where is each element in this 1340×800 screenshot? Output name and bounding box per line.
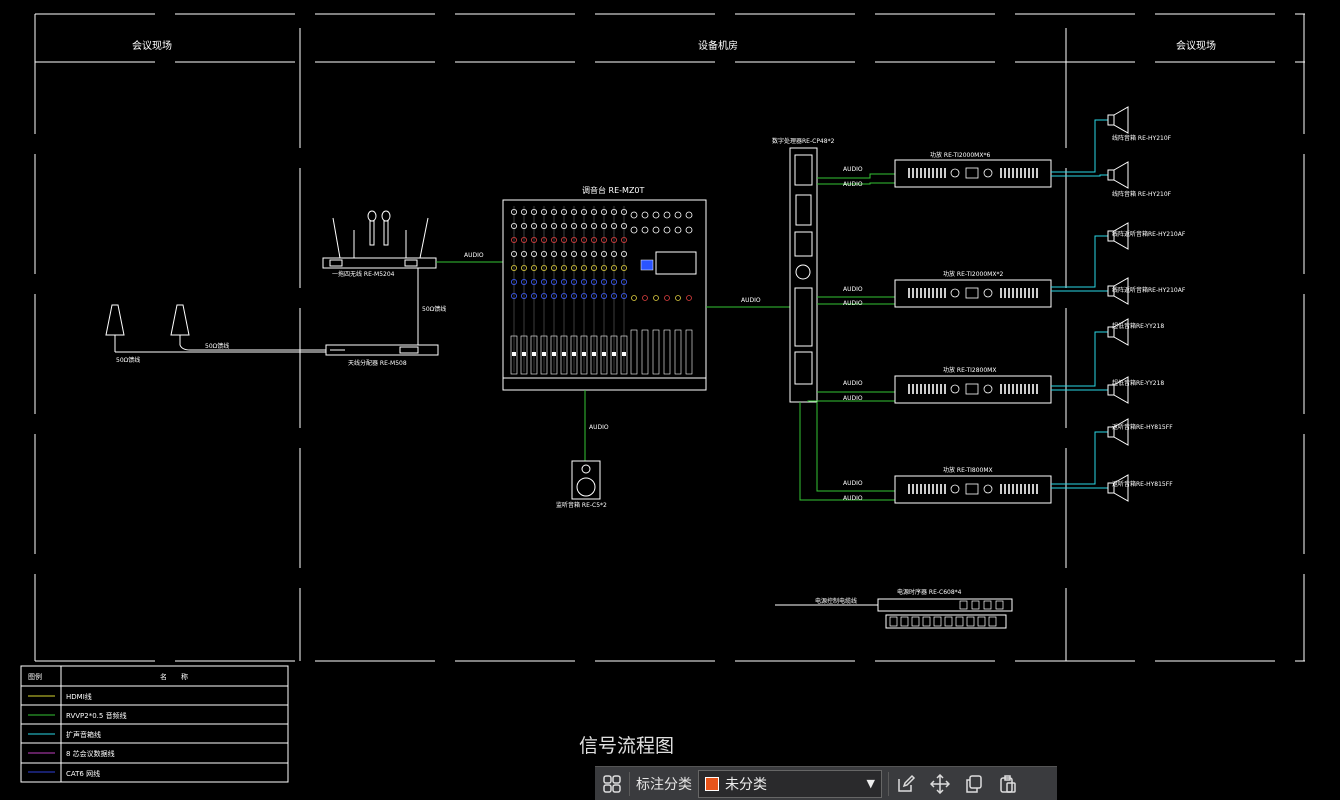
cable-label-b: 50Ω馈线	[205, 342, 229, 350]
speaker-label-7: 返听音箱RE-HY815FF	[1112, 423, 1173, 431]
power-sequencer	[877, 598, 1013, 629]
audio-label-5: AUDIO	[843, 181, 863, 188]
edit-icon[interactable]	[889, 767, 923, 800]
speaker-label-5: 超低音箱RE-YY218	[1112, 322, 1164, 330]
speaker-7	[1107, 418, 1129, 446]
chevron-down-icon: ▼	[866, 777, 875, 790]
speakers	[1107, 106, 1129, 502]
zone-frames	[34, 13, 1305, 662]
speaker-1	[1107, 106, 1129, 134]
audio-label-10: AUDIO	[843, 480, 863, 487]
speaker-links	[1051, 119, 1108, 489]
speaker-label-6: 超低音箱RE-YY218	[1112, 379, 1164, 387]
drawing-title: 信号流程图	[579, 735, 674, 757]
speaker-label-3: 线阵返听音箱RE-HY210AF	[1112, 230, 1186, 238]
power-seq-label: 电源时序器 RE-C608*4	[897, 588, 962, 596]
audio-label-9: AUDIO	[843, 395, 863, 402]
amplifier-2	[894, 279, 1052, 308]
audio-label-11: AUDIO	[843, 495, 863, 502]
speaker-4	[1107, 277, 1129, 305]
antenna-splitter-label: 天线分配器 RE-M508	[348, 359, 407, 367]
antenna-left	[105, 304, 125, 352]
amplifier-1	[894, 159, 1052, 188]
audio-label-8: AUDIO	[843, 380, 863, 387]
copy-icon[interactable]	[957, 767, 991, 800]
amp3-label: 功放 RE-TI2800MX	[943, 366, 996, 374]
amplifier-4	[894, 475, 1052, 504]
legend-row-audio: RVVP2*0.5 音频线	[66, 711, 127, 720]
monitor-label: 监听音箱 RE-C5*2	[556, 501, 607, 509]
speaker-5	[1107, 318, 1129, 346]
toolbar-divider	[629, 771, 630, 796]
amp4-label: 功放 RE-TI800MX	[943, 466, 993, 474]
antenna-splitter	[325, 344, 439, 356]
speaker-label-4: 线阵返听音箱RE-HY210AF	[1112, 286, 1186, 294]
amplifiers	[894, 159, 1052, 504]
mixer-label: 调音台 RE-MZ0T	[582, 185, 645, 195]
amp2-label: 功放 RE-TI2000MX*2	[943, 270, 1003, 278]
speaker-3	[1107, 222, 1129, 250]
paste-icon[interactable]	[991, 767, 1025, 800]
audio-label-6: AUDIO	[843, 286, 863, 293]
speaker-2	[1107, 161, 1129, 189]
legend-col-symbol: 图例	[28, 672, 42, 681]
cable-label-a: 50Ω馈线	[116, 356, 140, 364]
category-color-swatch	[705, 776, 719, 791]
zone-label-right: 会议现场	[1176, 39, 1216, 52]
speaker-8	[1107, 474, 1129, 502]
legend-row-network: CAT6 网线	[66, 769, 100, 778]
grid-icon[interactable]	[595, 767, 629, 800]
annotation-category-label: 标注分类	[636, 776, 692, 793]
audio-label-1: AUDIO	[464, 252, 484, 259]
speaker-label-1: 线阵音箱 RE-HY210F	[1112, 134, 1172, 142]
cable-label-c: 50Ω馈线	[422, 305, 446, 313]
category-select[interactable]: 未分类 ▼	[698, 769, 882, 798]
wireless-mic-label: 一拖四无线 RE-M5204	[332, 270, 395, 278]
amp1-label: 功放 RE-TI2000MX*6	[930, 151, 990, 159]
audio-label-7: AUDIO	[843, 300, 863, 307]
legend-row-speaker: 扩声音箱线	[66, 730, 101, 739]
speaker-label-2: 线阵音箱 RE-HY210F	[1112, 190, 1172, 198]
move-icon[interactable]	[923, 767, 957, 800]
antenna-right	[170, 304, 326, 351]
processor-label: 数字处理器RE-CP48*2	[772, 137, 835, 145]
annotation-toolbar: 标注分类 未分类 ▼	[595, 766, 1057, 800]
zone-label-left: 会议现场	[132, 39, 172, 52]
processor-amp-links	[799, 173, 895, 501]
speaker-6	[1107, 376, 1129, 404]
audio-label-4: AUDIO	[843, 166, 863, 173]
power-seq-cable-label: 电源控制电缆线	[815, 597, 857, 605]
zone-label-center: 设备机房	[698, 39, 738, 52]
speaker-label-8: 返听音箱RE-HY815FF	[1112, 480, 1173, 488]
audio-label-2: AUDIO	[589, 424, 609, 431]
processor	[789, 147, 818, 403]
legend-table	[20, 665, 289, 783]
wireless-mic-receiver	[322, 210, 437, 269]
legend-col-name: 名 称	[160, 672, 188, 681]
mixer	[502, 199, 707, 391]
amplifier-3	[894, 375, 1052, 404]
toolbar-divider	[888, 771, 889, 796]
monitor-speaker	[571, 460, 601, 500]
legend-row-conference: 8 芯会议数据线	[66, 749, 115, 758]
category-select-value: 未分类	[725, 776, 767, 793]
legend-row-hdmi: HDMI线	[66, 692, 92, 701]
audio-label-3: AUDIO	[741, 297, 761, 304]
